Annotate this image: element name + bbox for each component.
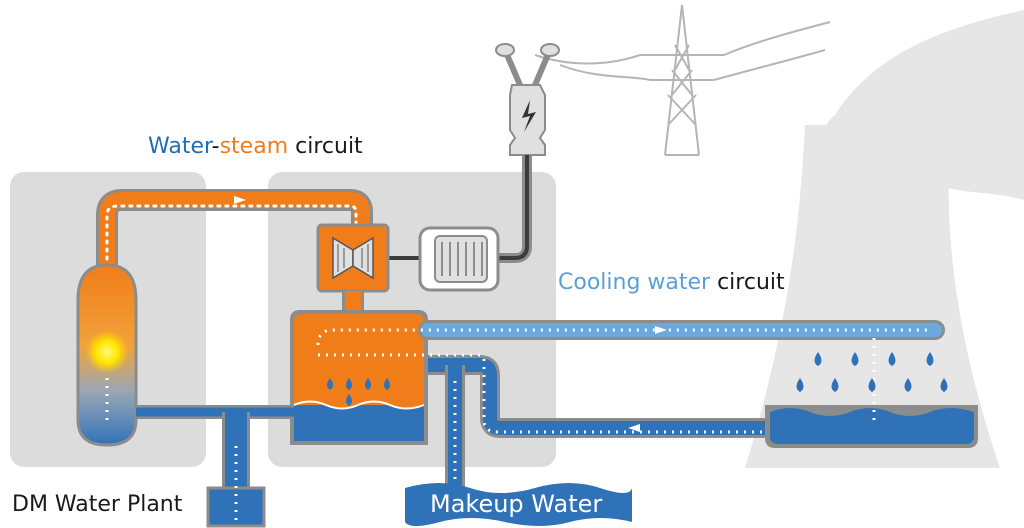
generator-icon — [418, 226, 500, 292]
cooling-spray-drops — [796, 352, 948, 392]
cooling-water-circuit-label: Cooling water circuit — [558, 270, 785, 295]
dm-water-plant-label: DM Water Plant — [12, 492, 183, 517]
feedwater-pipe — [105, 375, 294, 420]
condenser — [290, 310, 428, 445]
transformer-icon — [495, 43, 560, 156]
cooling-tower-icon — [745, 10, 1024, 468]
makeup-water-label: Makeup Water — [430, 490, 603, 518]
cooling-basin — [765, 338, 978, 448]
power-pylon-icon — [534, 4, 831, 156]
water-steam-circuit-label: Water-steam circuit — [148, 134, 363, 159]
cooling-water-pipe — [316, 320, 945, 438]
condensate-drops — [327, 378, 390, 406]
boiler-icon — [76, 263, 138, 447]
dm-water-pipe — [206, 412, 266, 528]
steam-pipe — [96, 189, 373, 296]
turbine-icon — [316, 223, 390, 293]
makeup-water-banner — [405, 483, 632, 526]
